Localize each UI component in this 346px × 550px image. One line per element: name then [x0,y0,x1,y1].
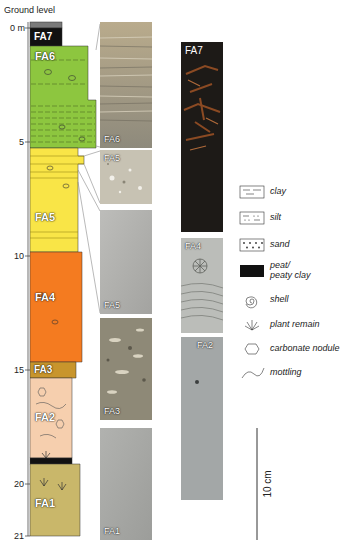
legend-text: sand [270,240,290,250]
facies-label: FA6 [35,51,55,62]
facies-label: FA1 [104,527,120,536]
legend-text: clay [270,187,286,197]
facies-label: FA2 [197,341,213,350]
core-photo: FA3 [100,318,152,420]
facies-band: FA1 [30,464,80,536]
core-photo: FA1 [100,428,152,540]
scale-bar [257,428,258,540]
legend-swatch [240,265,264,277]
facies-label: FA6 [104,135,120,144]
facies-band: FA2 [30,378,72,458]
facies-label: FA5 [104,154,120,163]
core-photo-fa4 [181,238,223,333]
depth-number: 5 [19,138,24,147]
facies-label: FA4 [185,242,201,251]
facies-label: FA2 [35,412,55,423]
depth-number: 15 [14,366,24,375]
facies-label: FA7 [34,32,52,42]
core-photo-fa6 [100,22,152,148]
zoom-lines [78,24,100,313]
axis-title: Ground level [4,6,55,15]
facies-label: FA5 [104,301,120,310]
legend-text: peat/ peaty clay [270,261,314,281]
facies-band: FA4 [30,252,82,362]
log-carbonate-mottling [36,388,66,438]
core-photo: FA6 [100,22,152,148]
core-photo: FA7 [181,42,223,232]
facies-label: FA3 [104,407,120,416]
legend-symbols [240,186,264,378]
clay-laminae [31,60,95,142]
depth-number: 10 [14,252,24,261]
facies-band: FA6 [30,46,96,148]
core-photo-fa5-upper [100,150,152,204]
core-photo-fa1 [100,428,152,540]
facies-label: FA4 [35,292,55,303]
core-photo-fa2 [181,337,223,500]
core-photo-fa3 [100,318,152,420]
facies-label: FA7 [185,46,203,56]
facies-band: FA5 [30,148,84,252]
legend-text: silt [270,213,281,223]
depth-number: 0 m [10,24,25,33]
legend-text: shell [270,295,289,305]
core-photo-fa5-lower [100,210,152,314]
legend-text: plant remain [270,320,320,330]
core-photo: FA2 [181,337,223,500]
scale-label: 10 cm [263,470,273,497]
facies-band: FA7 [30,28,62,46]
core-photo: FA4 [181,238,223,333]
log-plants [38,292,66,490]
facies-label: FA1 [35,498,55,509]
log-shells [45,70,86,325]
legend-text: mottling [270,368,302,378]
depth-number: 21 [14,532,24,541]
core-photo: FA5 [100,210,152,314]
sand-laminae [30,156,84,238]
depth-axis [25,22,30,536]
core-photo: FA5 [100,150,152,204]
core-photo-fa7 [181,42,223,232]
facies-label: FA5 [35,212,55,223]
legend-text: carbonate nodule [270,344,340,354]
facies-label: FA3 [34,365,52,375]
log-column [30,22,96,536]
facies-band: FA3 [30,362,76,378]
depth-number: 20 [14,480,24,489]
